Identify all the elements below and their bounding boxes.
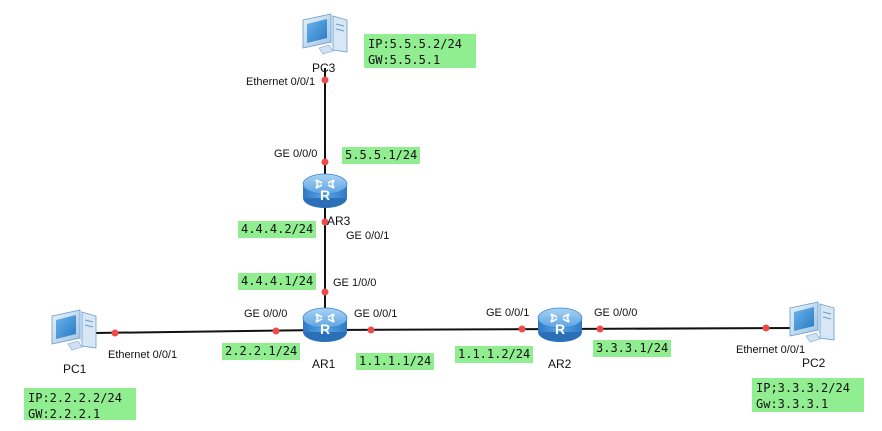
interface-label-ar3-ge001: GE 0/0/1	[346, 230, 390, 242]
address-label-ar1-ge001: 1.1.1.1/24	[356, 353, 435, 370]
address-label-ar1-ge100: 4.4.4.1/24	[238, 273, 317, 290]
port-dot-ar3-ge001	[321, 218, 329, 226]
port-dot-pc2-eth	[762, 324, 770, 332]
pc2-gw-text: Gw:3.3.3.1	[756, 397, 829, 411]
interface-label-ar3-ge000: GE 0/0/0	[274, 148, 318, 160]
pc1-ip-text: IP:2.2.2.2/24	[28, 391, 122, 405]
router-icon[interactable]	[302, 307, 348, 343]
port-dot-ar3-ge000	[321, 158, 329, 166]
pc2-ip-text: IP;3.3.3.2/24	[756, 381, 850, 395]
interface-label-ar1-ge100: GE 1/0/0	[333, 277, 377, 289]
port-dot-pc3-eth	[321, 76, 329, 84]
pc3-gw-text: GW:5.5.5.1	[368, 53, 441, 67]
device-name-pc3: PC3	[312, 61, 336, 75]
port-dot-ar1-ge100	[321, 288, 329, 296]
pc3-ip-text: IP:5.5.5.2/24	[368, 37, 462, 51]
pc-icon[interactable]	[51, 309, 97, 351]
pc1-gw-text: GW:2.2.2.1	[28, 407, 101, 421]
link-pc1-ar1	[94, 329, 321, 334]
link-ar1-ar2	[329, 328, 561, 331]
address-label-ar3-ge000: 5.5.5.1/24	[342, 147, 421, 164]
device-name-ar3: AR3	[327, 214, 351, 228]
address-label-ar3-ge001: 4.4.4.2/24	[238, 221, 317, 238]
pc-icon[interactable]	[789, 301, 835, 343]
device-name-ar1: AR1	[312, 357, 336, 371]
port-dot-ar1-ge001	[367, 326, 375, 334]
device-name-pc2: PC2	[802, 356, 826, 370]
interface-label-ar2-ge000: GE 0/0/0	[594, 307, 638, 319]
port-dot-ar2-ge001	[518, 325, 526, 333]
interface-label-pc3-eth: Ethernet 0/0/1	[246, 76, 316, 88]
router-icon[interactable]	[302, 173, 348, 209]
pc1-info-box: IP:2.2.2.2/24 GW:2.2.2.1	[24, 388, 136, 421]
device-name-pc1: PC1	[63, 362, 87, 376]
pc-icon[interactable]	[302, 13, 348, 55]
router-icon[interactable]	[537, 307, 583, 343]
interface-label-ar1-ge001: GE 0/0/1	[354, 308, 398, 320]
interface-label-ar2-ge001: GE 0/0/1	[486, 307, 530, 319]
port-dot-ar2-ge000	[596, 325, 604, 333]
address-label-ar2-ge000: 3.3.3.1/24	[593, 340, 672, 357]
pc3-info-box: IP:5.5.5.2/24 GW:5.5.5.1	[364, 34, 476, 68]
pc2-info-box: IP;3.3.3.2/24 Gw:3.3.3.1	[752, 378, 864, 412]
interface-label-ar1-ge000: GE 0/0/0	[244, 308, 288, 320]
port-dot-pc1-eth	[111, 329, 119, 337]
interface-label-pc1-eth: Ethernet 0/0/1	[108, 349, 178, 361]
interface-label-pc2-eth: Ethernet 0/0/1	[736, 344, 806, 356]
port-dot-ar1-ge000	[272, 327, 280, 335]
device-name-ar2: AR2	[548, 357, 572, 371]
address-label-ar1-ge000: 2.2.2.1/24	[222, 343, 301, 360]
address-label-ar2-ge001: 1.1.1.2/24	[455, 346, 534, 363]
